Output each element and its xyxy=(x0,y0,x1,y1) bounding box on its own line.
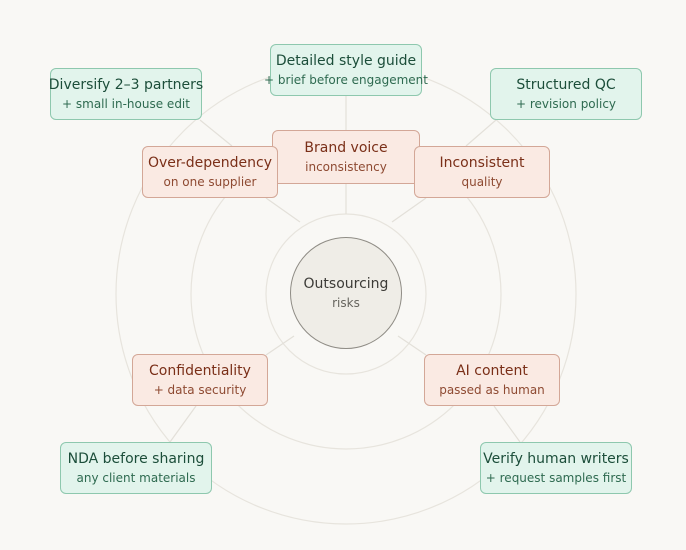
mitigation-verify-writers-subtitle: + request samples first xyxy=(485,471,627,485)
mitigation-nda-subtitle: any client materials xyxy=(76,471,196,485)
risk-over-dependency: Over-dependency on one supplier xyxy=(142,146,278,198)
risk-ai-content-subtitle: passed as human xyxy=(439,383,545,397)
risk-inconsistent-quality-subtitle: quality xyxy=(461,175,503,189)
connector-over-dependency xyxy=(265,197,301,223)
risk-ai-content-title: AI content xyxy=(456,363,528,379)
risk-confidentiality-subtitle: + data security xyxy=(153,383,247,397)
risk-over-dependency-title: Over-dependency xyxy=(147,155,273,171)
risk-confidentiality-title: Confidentiality xyxy=(149,363,251,379)
mitigation-nda: NDA before sharing any client materials xyxy=(60,442,212,494)
risk-brand-voice-title: Brand voice xyxy=(304,140,388,156)
connector-structured-qc xyxy=(465,119,497,147)
mitigation-style-guide: Detailed style guide + brief before enga… xyxy=(264,44,428,96)
mitigation-style-guide-title: Detailed style guide xyxy=(275,53,417,69)
mitigation-diversify-title: Diversify 2–3 partners xyxy=(48,77,204,93)
mitigation-structured-qc-subtitle: + revision policy xyxy=(515,97,617,111)
mitigation-structured-qc-title: Structured QC xyxy=(516,77,616,93)
center-subtitle: risks xyxy=(332,296,360,310)
risk-brand-voice-subtitle: inconsistency xyxy=(305,160,387,174)
risk-confidentiality: Confidentiality + data security xyxy=(132,354,268,406)
risk-inconsistent-quality-title: Inconsistent xyxy=(439,155,525,171)
mitigation-style-guide-subtitle: + brief before engagement xyxy=(264,73,428,87)
risk-ai-content: AI content passed as human xyxy=(424,354,560,406)
connector-inconsistent-quality xyxy=(391,197,427,223)
mitigation-structured-qc: Structured QC + revision policy xyxy=(490,68,642,120)
mitigation-nda-title: NDA before sharing xyxy=(67,451,205,467)
risk-inconsistent-quality: Inconsistent quality xyxy=(414,146,550,198)
mitigation-verify-writers-title: Verify human writers xyxy=(483,451,629,467)
risk-over-dependency-subtitle: on one supplier xyxy=(163,175,257,189)
connector-ai-content-inner xyxy=(397,335,427,356)
connector-ai-content xyxy=(493,405,521,443)
mitigation-diversify: Diversify 2–3 partners + small in-house … xyxy=(48,68,204,120)
connector-confidentiality xyxy=(169,405,197,443)
connector-diversify xyxy=(199,119,233,147)
center-node: Outsourcing risks xyxy=(290,237,402,349)
risk-brand-voice: Brand voice inconsistency xyxy=(272,130,420,184)
connector-confidentiality-inner xyxy=(265,335,295,356)
center-title: Outsourcing xyxy=(303,276,389,292)
mitigation-verify-writers: Verify human writers + request samples f… xyxy=(480,442,632,494)
mitigation-diversify-subtitle: + small in-house edit xyxy=(62,97,190,111)
